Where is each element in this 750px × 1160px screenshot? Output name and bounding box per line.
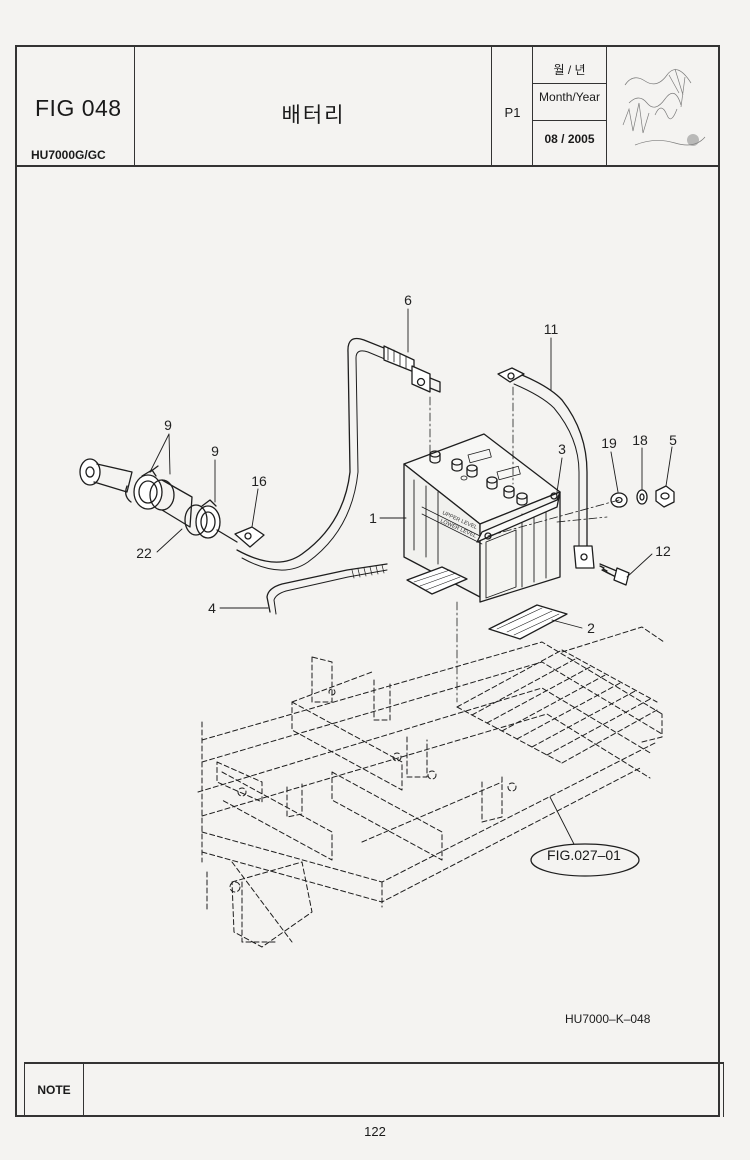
callout-5: 5 [669,432,677,448]
cable-4 [266,563,388,613]
page-number: 122 [364,1124,386,1139]
date-label-english: Month/Year [539,90,600,104]
note-row: NOTE [24,1062,724,1117]
chassis-frame [197,626,665,948]
approval-stamp-icon [622,68,706,146]
negative-cable [497,367,595,569]
callout-6: 6 [404,292,412,308]
drawing-code: HU7000–K–048 [565,1012,651,1026]
callout-1: 1 [369,510,377,526]
callout-19: 19 [601,435,617,451]
callout-3: 3 [558,441,566,457]
note-label: NOTE [25,1064,84,1117]
callout-4: 4 [208,600,216,616]
page-cell: P1 [492,47,533,165]
figure-number: FIG 048 [35,95,122,121]
ground-terminal-assembly [79,458,265,548]
title-block: FIG 048 HU7000G/GC 배터리 P1 월 / 년 Month/Ye… [17,47,718,167]
figure-reference: FIG.027–01 [547,847,621,863]
callout-9b: 9 [211,443,219,459]
date-label-korean: 월 / 년 [553,63,586,77]
model-code: HU7000G/GC [31,148,106,162]
parts-catalog-sheet: FIG 048 HU7000G/GC 배터리 P1 월 / 년 Month/Ye… [15,45,724,1117]
page-title: 배터리 [281,104,346,127]
page-label: P1 [504,105,521,120]
callout-9a: 9 [164,417,172,433]
battery [403,433,561,603]
date-divider [533,83,606,84]
callout-22: 22 [136,545,152,561]
date-divider [533,120,606,121]
callout-12: 12 [655,543,671,559]
figure-cell: FIG 048 HU7000G/GC [17,47,135,165]
battery-assembly-diagram: 6 11 9 9 16 3 19 18 5 1 22 12 4 2 UPPER … [79,292,677,948]
callout-2: 2 [587,620,595,636]
date-cell: 월 / 년 Month/Year 08 / 2005 [533,47,607,165]
date-value: 08 / 2005 [544,132,595,146]
hold-down-bar [476,491,561,543]
positive-cable [236,337,441,571]
battery-pad-small [406,566,468,595]
stamp-cell [607,47,718,165]
title-cell: 배터리 [135,47,492,165]
callout-18: 18 [632,432,648,448]
figure-reference-oval [530,843,640,877]
callout-11: 11 [544,321,559,337]
fasteners [599,485,675,586]
callout-16: 16 [251,473,267,489]
